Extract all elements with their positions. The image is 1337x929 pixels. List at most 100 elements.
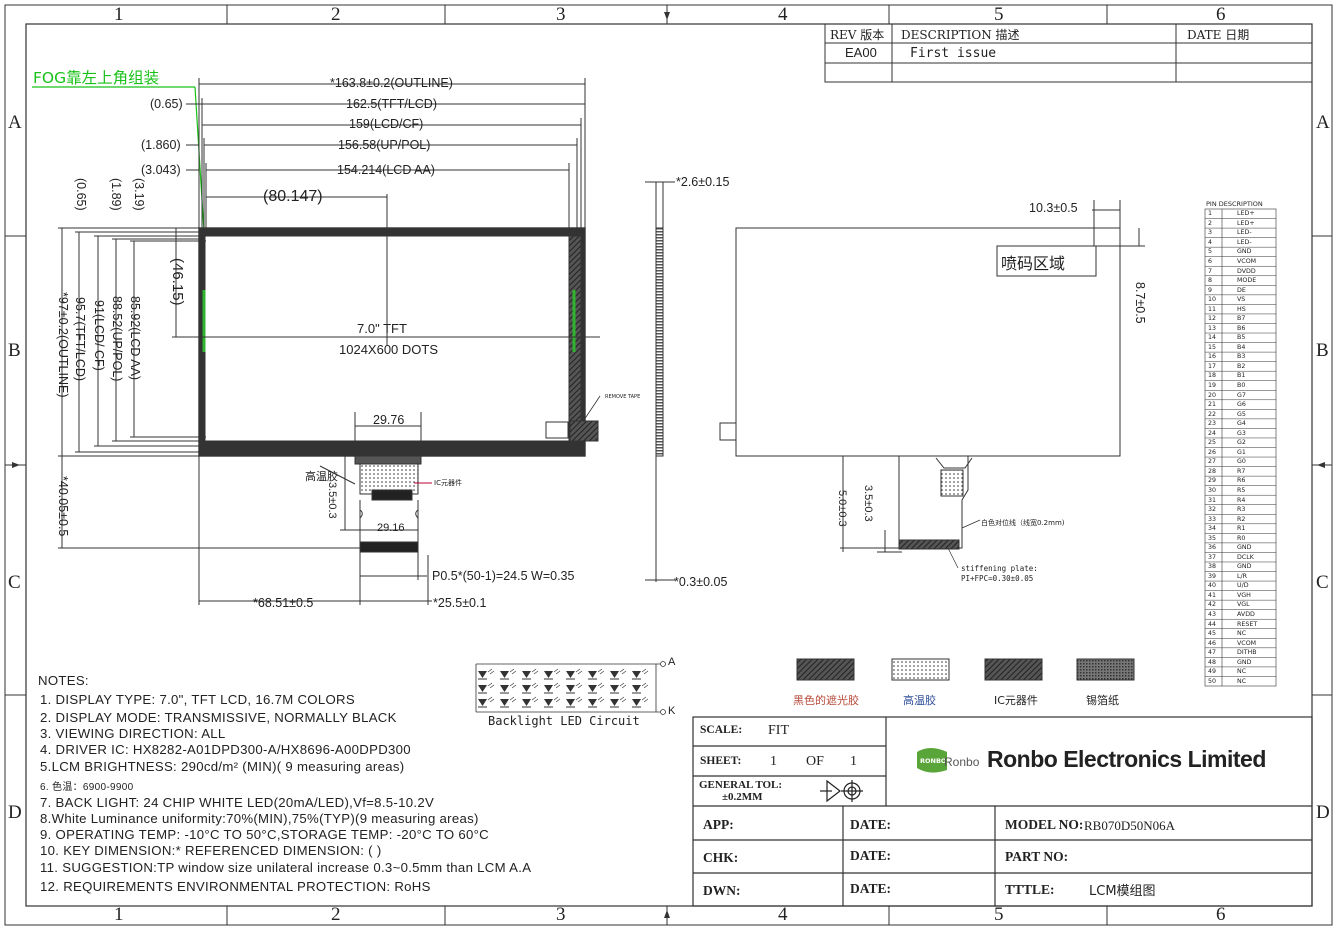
- date-header: DATE 日期: [1187, 28, 1250, 42]
- led-symbol: [478, 671, 487, 678]
- note-10: 10. KEY DIMENSION:* REFERENCED DIMENSION…: [40, 843, 382, 858]
- pin-description: R1: [1237, 525, 1246, 533]
- led-symbol: [632, 685, 641, 692]
- pin-number: 40: [1208, 582, 1217, 590]
- pin-number: 50: [1208, 677, 1217, 685]
- stiffener-note-2: PI+FPC=0.30±0.05: [961, 574, 1034, 583]
- pin-number: 32: [1208, 506, 1217, 514]
- chk-label: CHK:: [703, 850, 739, 865]
- led-symbol: [522, 699, 531, 706]
- pin-number: 34: [1208, 525, 1217, 533]
- pin-number: 3: [1208, 229, 1213, 237]
- led-symbol: [478, 699, 487, 706]
- dim-outline-height: *97±0.2(OUTLINE): [56, 292, 70, 398]
- dim-lcd-aa-height: 85.92(LCD AA): [128, 296, 142, 381]
- fpc-top-width: 29.76: [373, 413, 405, 427]
- dim-center-y: (46.15): [169, 258, 186, 306]
- grid-row-b-right: B: [1316, 340, 1329, 361]
- led-symbol: [544, 685, 553, 692]
- note-5: 5.LCM BRIGHTNESS: 290cd/m² (MIN)( 9 meas…: [40, 759, 405, 774]
- grid-col-3: 3: [556, 4, 566, 25]
- backlight-title: Backlight LED Circuit: [488, 714, 640, 728]
- logo-text: Ronbo: [944, 755, 980, 769]
- high-temp-tape-label: 高温胶: [305, 470, 338, 483]
- pin-description: VGH: [1237, 591, 1251, 599]
- pin-number: 25: [1208, 439, 1217, 447]
- pin-description: DVDD: [1237, 267, 1256, 275]
- led-symbol: [632, 699, 641, 706]
- note-2: 2. DISPLAY MODE: TRANSMISSIVE, NORMALLY …: [40, 710, 397, 725]
- pin-number: 10: [1208, 296, 1217, 304]
- rev-header: REV 版本: [830, 28, 885, 42]
- app-label: APP:: [703, 817, 734, 832]
- dim-center-x: (80.147): [263, 188, 323, 205]
- legend-high-temp: 高温胶: [903, 694, 936, 707]
- grid-col-2-bottom: 2: [331, 904, 341, 925]
- date-label-2: DATE:: [850, 848, 892, 863]
- grid-col-5: 5: [994, 4, 1004, 25]
- sheet-label: SHEET:: [700, 755, 742, 767]
- pin-number: 9: [1208, 286, 1213, 294]
- pin-description: LED+: [1237, 219, 1255, 227]
- pin-description: B6: [1237, 324, 1246, 332]
- grid-row-d-right: D: [1316, 802, 1330, 823]
- pin-number: 11: [1208, 305, 1217, 313]
- pin-number: 4: [1208, 238, 1213, 246]
- title-value: LCM模组图: [1089, 884, 1156, 899]
- fpc-left-offset: *68.51±0.5: [253, 596, 314, 610]
- cathode-label: K: [668, 705, 676, 717]
- pin-description: HS: [1237, 305, 1246, 313]
- pin-number: 6: [1208, 258, 1213, 265]
- led-symbol: [544, 699, 553, 706]
- led-symbol: [610, 699, 619, 706]
- pin-description: MODE: [1237, 277, 1257, 285]
- thickness-dim: *2.6±0.15: [676, 175, 730, 189]
- grid-col-4-bottom: 4: [778, 904, 788, 925]
- description-header: DESCRIPTION 描述: [901, 28, 1020, 42]
- led-symbol: [522, 685, 531, 692]
- pin-number: 35: [1208, 534, 1217, 542]
- scale-value: FIT: [768, 723, 789, 738]
- pin-description: LED+: [1237, 210, 1255, 218]
- scale-label: SCALE:: [700, 724, 743, 736]
- pin-description: B5: [1237, 334, 1246, 342]
- pin-description: G6: [1237, 401, 1246, 409]
- pin-number: 28: [1208, 467, 1217, 475]
- pin-number: 30: [1208, 486, 1217, 494]
- pin-number: 18: [1208, 372, 1217, 380]
- led-symbol: [478, 685, 487, 692]
- note-7: 7. BACK LIGHT: 24 CHIP WHITE LED(20mA/LE…: [40, 795, 435, 810]
- pin-number: 16: [1208, 353, 1217, 361]
- led-symbol: [610, 671, 619, 678]
- pin-number: 29: [1208, 477, 1217, 485]
- of-value: 1: [850, 754, 857, 769]
- dwn-label: DWN:: [703, 883, 741, 898]
- dim-lcd-aa-width: 154.214(LCD AA): [337, 163, 435, 177]
- pin-description: G2: [1237, 439, 1246, 447]
- pin-number: 43: [1208, 610, 1217, 618]
- pin-number: 15: [1208, 343, 1217, 351]
- pin-number: 7: [1208, 267, 1213, 275]
- dim-offset-3-043: (3.043): [141, 163, 181, 177]
- pin-number: 26: [1208, 448, 1217, 456]
- pin-number: 44: [1208, 620, 1217, 628]
- dim-offset-1-860: (1.860): [141, 138, 181, 152]
- back-dim-3-5: 3.5±0.3: [862, 485, 874, 522]
- grid-row-c-right: C: [1316, 572, 1329, 593]
- white-line-note: 白色对位线（线宽0.2mm): [981, 519, 1065, 527]
- pin-number: 41: [1208, 591, 1217, 599]
- pin-number: 24: [1208, 429, 1217, 437]
- note-11: 11. SUGGESTION:TP window size unilateral…: [40, 860, 532, 875]
- pin-description: B4: [1237, 343, 1246, 351]
- dim-up-pol-height: 88.52(UP/POL): [110, 296, 124, 382]
- pin-description: LED-: [1237, 238, 1252, 246]
- note-8: 8.White Luminance uniformity:70%(MIN),75…: [40, 811, 479, 826]
- pin-description: VCOM: [1237, 258, 1257, 265]
- pin-description: DE: [1237, 286, 1246, 294]
- back-offset-x: 10.3±0.5: [1029, 201, 1078, 215]
- led-symbol: [588, 699, 597, 706]
- pin-description: B1: [1237, 372, 1246, 380]
- tolerance-value: ±0.2MM: [722, 791, 763, 803]
- pin-description: B2: [1237, 362, 1246, 370]
